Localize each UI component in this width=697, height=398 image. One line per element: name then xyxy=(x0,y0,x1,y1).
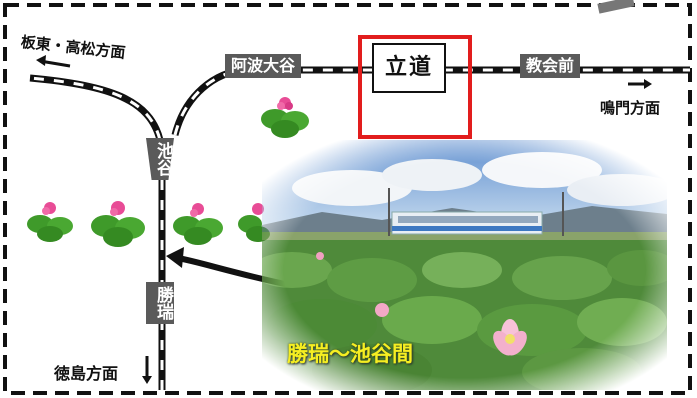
lotus-icon xyxy=(261,97,309,138)
lotus-icon xyxy=(91,201,145,247)
lotus-field-photo xyxy=(262,140,667,390)
direction-label-tokushima: 徳島方面 xyxy=(54,364,119,383)
station-kyokaimae: 教会前 xyxy=(520,54,581,78)
station-ikenotani: 池谷 xyxy=(146,138,174,180)
dashed-frame xyxy=(3,3,692,395)
corner-tab xyxy=(597,0,635,14)
direction-label-naruto: 鳴門方面 xyxy=(600,99,661,117)
lotus-icon xyxy=(27,202,73,242)
station-awa-otani: 阿波大谷 xyxy=(225,54,302,78)
station-tachimichi: 立道 xyxy=(372,43,446,93)
rail-line-west xyxy=(29,74,164,141)
highlight-box xyxy=(358,35,472,139)
station-shozui: 勝瑞 xyxy=(146,282,174,324)
lotus-icon xyxy=(173,203,223,245)
photo-caption: 勝瑞～池谷間 xyxy=(287,342,413,366)
